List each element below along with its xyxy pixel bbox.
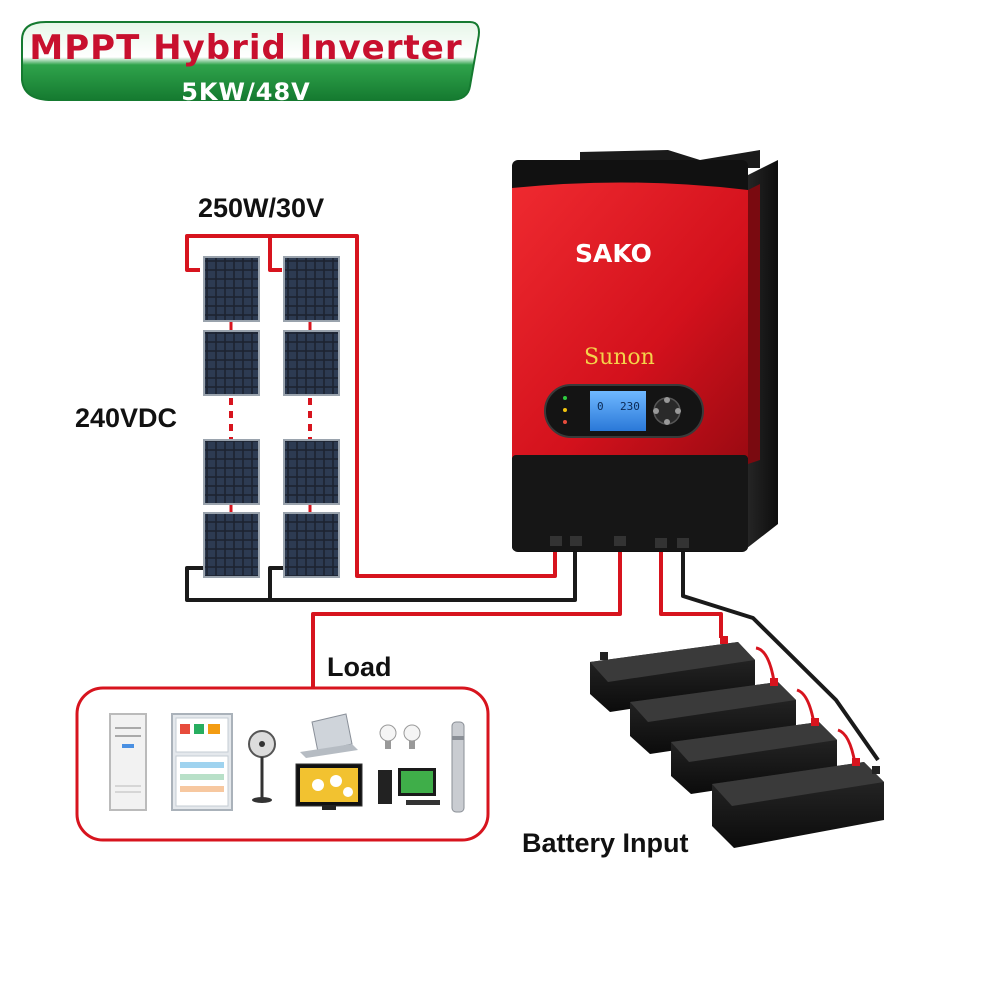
solar-panel-icon [203, 512, 260, 578]
banner-subtitle: 5KW/48V [181, 78, 311, 106]
load-box [75, 686, 490, 842]
light-bulb-icon [379, 724, 421, 749]
tv-icon [295, 763, 363, 810]
load-label: Load [327, 652, 392, 682]
solar-array [203, 256, 340, 578]
water-pump-icon [451, 721, 465, 813]
panel-rating-label: 250W/30V [198, 193, 325, 223]
lcd-screen [590, 391, 646, 431]
model-logo: Sunon [584, 345, 655, 370]
array-voltage-label: 240VDC [75, 403, 178, 433]
title-banner-text: MPPT Hybrid Inverter 5KW/48V [12, 14, 480, 106]
solar-panel-icon [203, 439, 260, 505]
desktop-computer-icon [378, 768, 440, 805]
wiring [185, 234, 880, 771]
lcd-left-value: 0 [597, 400, 604, 413]
laptop-icon [300, 713, 358, 758]
solar-panel-icon [283, 439, 340, 505]
refrigerator-icon [171, 713, 233, 811]
air-conditioner-icon [109, 713, 147, 811]
solar-panel-icon [203, 256, 260, 322]
solar-panel-icon [283, 256, 340, 322]
battery-bank [590, 636, 884, 848]
inverter-unit: SAKO Sunon 0 230 [512, 150, 778, 552]
banner-title: MPPT Hybrid Inverter [29, 28, 463, 68]
brand-logo: SAKO [575, 239, 652, 268]
solar-panel-icon [203, 330, 260, 396]
fan-icon [248, 730, 276, 803]
battery-icon [712, 758, 884, 848]
battery-label: Battery Input [522, 828, 689, 858]
solar-panel-icon [283, 512, 340, 578]
title-banner [21, 21, 480, 101]
lcd-right-value: 230 [620, 400, 640, 413]
solar-panel-icon [283, 330, 340, 396]
